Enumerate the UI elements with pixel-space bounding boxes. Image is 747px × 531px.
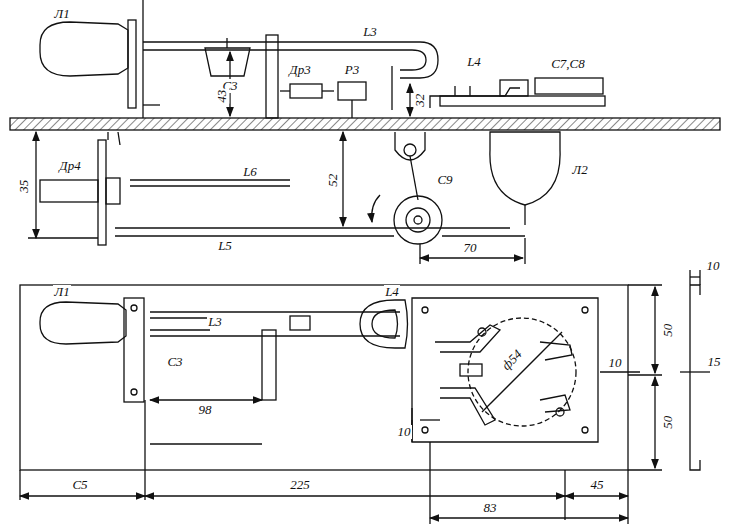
part-label: Л1 xyxy=(53,7,70,21)
dimension-value: 52 xyxy=(326,172,340,187)
part-label: L3 xyxy=(362,25,378,39)
part-label: L4 xyxy=(466,55,482,69)
part-label: L6 xyxy=(242,165,258,179)
dimension-value: 45 xyxy=(590,478,605,492)
part-label: С7,С8 xyxy=(550,57,586,71)
part-label: Л2 xyxy=(571,163,588,177)
dimension-value: 50 xyxy=(661,414,675,429)
part-label: С3 xyxy=(166,355,183,369)
dimension-value: 50 xyxy=(661,322,675,337)
dimension-value: 15 xyxy=(707,355,722,369)
dimension-value: 43 xyxy=(215,88,229,103)
part-label: L4 xyxy=(384,285,400,299)
dimension-value: 70 xyxy=(463,241,478,255)
dimension-value: 10 xyxy=(608,356,623,370)
part-label: Др3 xyxy=(288,63,311,77)
part-label: L5 xyxy=(217,239,233,253)
part-label: С5 xyxy=(71,478,88,492)
dimension-value: 32 xyxy=(413,92,427,107)
dimension-value: 83 xyxy=(483,501,498,515)
part-label: Р3 xyxy=(344,63,360,77)
dimension-value: 10 xyxy=(706,259,721,273)
part-label: Др4 xyxy=(58,159,81,173)
dimension-value: 35 xyxy=(17,178,31,193)
part-label: L3 xyxy=(207,315,223,329)
part-label: С9 xyxy=(436,173,453,187)
dimension-value: 225 xyxy=(289,478,311,492)
part-label: Л1 xyxy=(53,285,70,299)
dimension-value: 10 xyxy=(397,425,412,439)
part-label: ф54 xyxy=(498,346,525,373)
dimension-value: 98 xyxy=(198,403,213,417)
